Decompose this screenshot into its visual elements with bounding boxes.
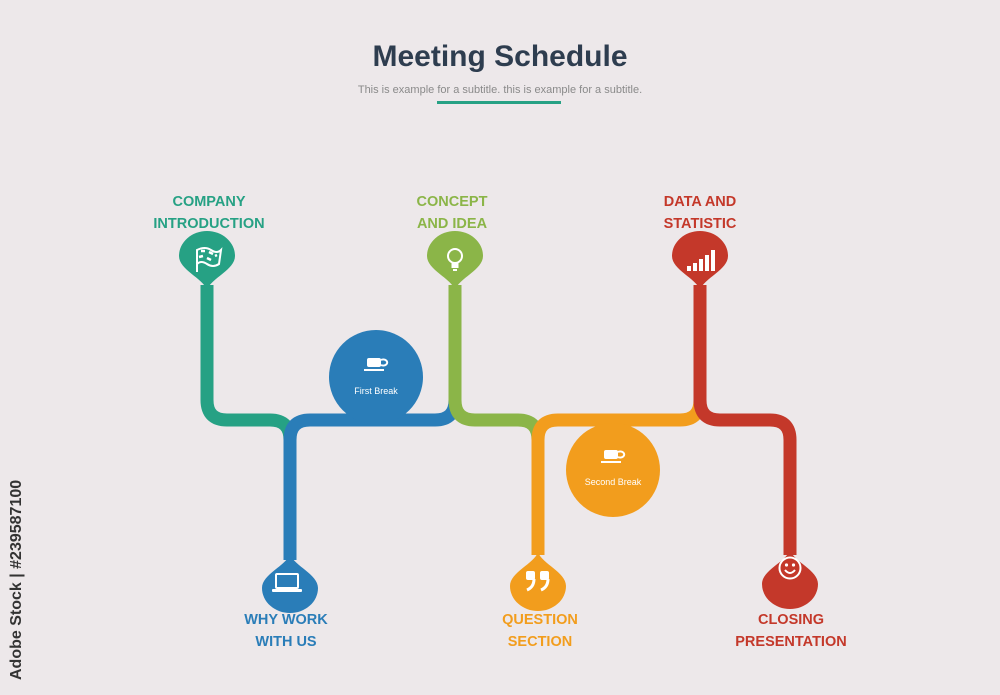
pin-company [179,231,235,290]
step-label-line1: COMPANY [172,194,246,210]
second-break-circle: Second Break [566,423,660,517]
step-label-line1: CLOSING [757,612,825,628]
step-label-line2: PRESENTATION [735,634,847,650]
pin-concept [427,231,483,290]
stock-watermark: Adobe Stock | #239587100 [8,479,25,680]
step-label-company: COMPANY INTRODUCTION [109,191,309,235]
step-label-line2: SECTION [507,634,573,650]
quote-icon [526,571,550,592]
step-label-line2: AND IDEA [416,216,488,232]
step-label-data: DATA AND STATISTIC [600,191,800,235]
connector-why-work [283,399,462,560]
step-label-line1: QUESTION [502,612,578,628]
step-label-line2: WITH US [255,634,317,650]
step-label-line1: DATA AND [663,194,737,210]
first-break-label: First Break [354,386,398,396]
pin-why-work [262,554,318,613]
pin-closing [762,550,818,609]
pin-question [510,552,566,611]
first-break-circle: First Break [329,330,423,424]
page-subtitle: This is example for a subtitle. this is … [357,84,643,96]
step-label-line1: WHY WORK [244,612,328,628]
step-label-line2: INTRODUCTION [153,216,265,232]
lightbulb-icon [447,248,463,271]
step-label-line1: CONCEPT [416,194,488,210]
coffee-cup-icon [364,358,389,371]
step-label-closing: CLOSING PRESENTATION [691,609,891,653]
laptop-icon [272,573,302,592]
connector-company [200,285,297,441]
connector-concept [448,285,545,441]
pin-data [672,231,728,290]
step-label-question: QUESTION SECTION [440,609,640,653]
smiley-icon [778,556,802,580]
connector-data [693,285,797,441]
coffee-cup-icon [601,450,626,463]
flag-icon [196,247,223,272]
bar-chart-icon [687,250,715,271]
second-break-label: Second Break [585,477,642,487]
step-label-concept: CONCEPT AND IDEA [352,191,552,235]
step-label-why-work: WHY WORK WITH US [186,609,386,653]
step-label-line2: STATISTIC [663,216,737,232]
title-underline [437,101,561,104]
page-title: Meeting Schedule [372,40,628,73]
